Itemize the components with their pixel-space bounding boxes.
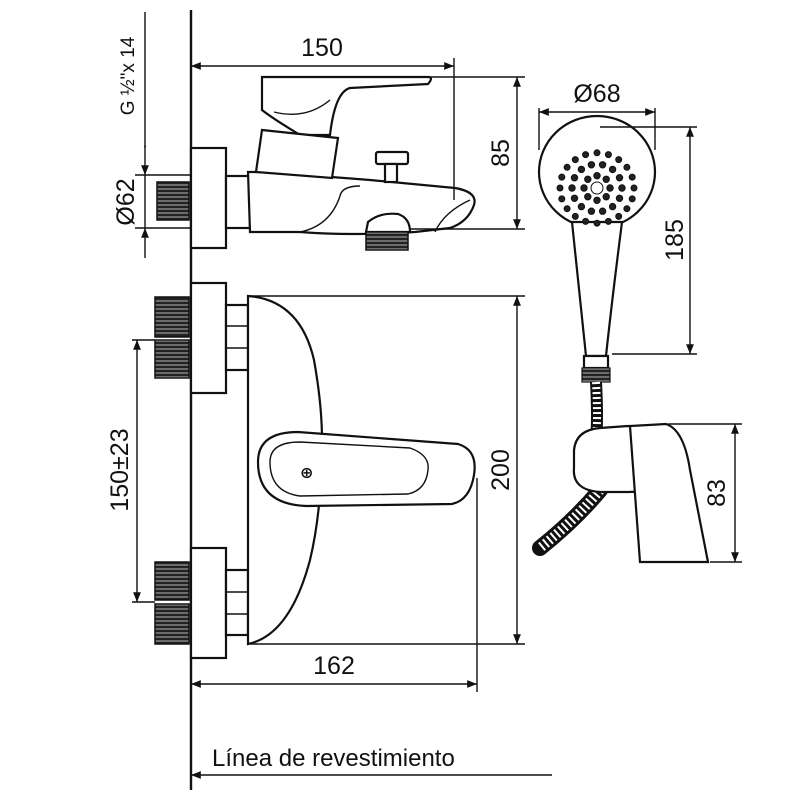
hand-shower — [532, 114, 710, 564]
shower-head-diameter-label: Ø68 — [573, 80, 620, 108]
nozzle — [604, 151, 612, 159]
nozzle — [593, 172, 601, 180]
nozzle — [558, 195, 566, 203]
nozzle — [608, 165, 617, 174]
logo-mark: ⊕ — [300, 463, 313, 482]
nozzle — [623, 163, 631, 171]
nozzle — [587, 161, 596, 169]
nozzle — [584, 193, 592, 201]
dimension-thread: G ½"x 14 — [118, 12, 146, 148]
nozzle — [606, 184, 614, 192]
dimension-top-height: 85 — [410, 76, 525, 230]
nozzle — [577, 165, 586, 174]
nozzle — [615, 156, 623, 164]
nozzle — [593, 149, 601, 157]
top-width-label: 150 — [301, 34, 343, 62]
inlet-diameter-label: Ø62 — [112, 178, 140, 225]
caption-text: Línea de revestimiento — [212, 745, 455, 772]
nozzle — [615, 194, 624, 203]
nozzle — [556, 184, 564, 192]
shower-head-nozzles — [556, 149, 638, 227]
nozzle — [563, 205, 571, 213]
nozzle — [608, 202, 617, 211]
nozzle — [570, 194, 579, 203]
top-height-label: 85 — [487, 139, 515, 167]
nozzle — [618, 184, 626, 192]
nozzle — [558, 173, 566, 181]
nozzle — [623, 205, 631, 213]
nozzle — [602, 175, 610, 184]
lining-line-callout: Línea de revestimiento — [191, 745, 552, 779]
nozzle — [615, 212, 623, 220]
nozzle — [598, 207, 607, 215]
nozzle — [628, 195, 636, 203]
nozzle — [587, 207, 596, 215]
thread-label: G ½"x 14 — [118, 36, 139, 115]
nozzle — [590, 181, 604, 195]
nozzle — [593, 196, 601, 205]
shower-length-label: 185 — [661, 219, 689, 261]
nozzle — [568, 184, 576, 192]
dimension-shower-length: 185 — [600, 126, 697, 355]
inlet-spacing-label: 150±23 — [106, 428, 134, 511]
nozzle — [602, 193, 610, 201]
dimension-holder-height: 83 — [668, 423, 742, 563]
nozzle — [582, 151, 590, 159]
front-view-mixer: ⊕ — [154, 281, 476, 660]
top-view-mixer — [156, 75, 476, 251]
nozzle — [570, 174, 579, 182]
nozzle — [584, 175, 592, 184]
nozzle — [571, 156, 579, 164]
nozzle — [593, 219, 601, 227]
nozzle — [563, 163, 571, 171]
dimension-top-width: 150 — [191, 34, 455, 200]
nozzle — [604, 217, 612, 225]
nozzle — [582, 217, 590, 225]
nozzle — [580, 184, 588, 192]
dimension-front-height: 200 — [250, 295, 525, 645]
front-width-label: 162 — [313, 652, 355, 680]
dimension-front-width: 162 — [191, 478, 478, 692]
front-height-label: 200 — [487, 449, 515, 491]
nozzle — [571, 212, 579, 220]
nozzle — [577, 202, 586, 211]
holder-height-label: 83 — [703, 479, 731, 507]
dimension-inlet-diameter: Ø62 — [112, 145, 191, 258]
nozzle — [598, 161, 607, 169]
dimension-inlet-spacing: 150±23 — [106, 339, 155, 603]
nozzle — [630, 184, 638, 192]
nozzle — [628, 173, 636, 181]
nozzle — [615, 174, 624, 182]
dimension-shower-head-diameter: Ø68 — [538, 80, 656, 150]
